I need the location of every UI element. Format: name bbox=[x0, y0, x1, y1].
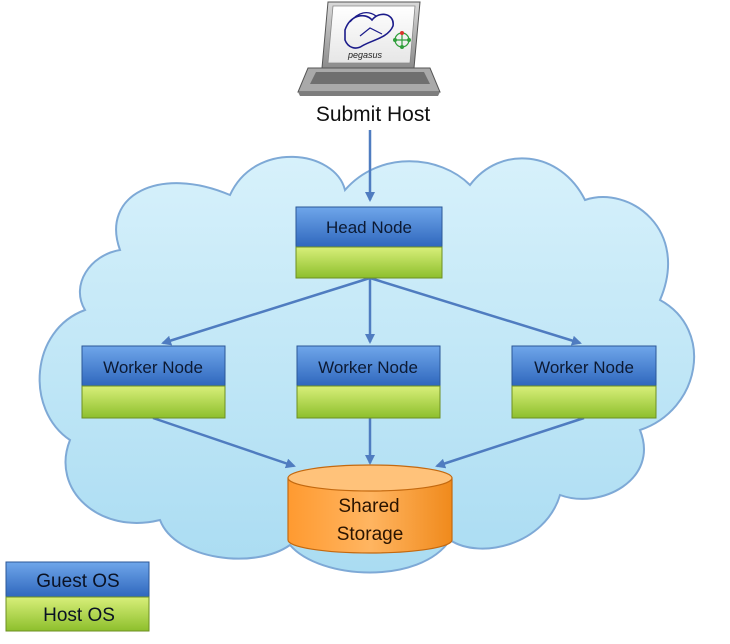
worker-node-label: Worker Node bbox=[534, 358, 634, 377]
worker-node: Worker Node bbox=[511, 345, 657, 419]
submit-host-label: Submit Host bbox=[316, 103, 431, 126]
arrow-head-to-worker-1 bbox=[161, 276, 371, 346]
legend-guest-os-label: Guest OS bbox=[36, 571, 119, 592]
arrows bbox=[152, 130, 585, 469]
storage-label-line2: Storage bbox=[337, 524, 404, 545]
worker-node-label: Worker Node bbox=[103, 358, 203, 377]
worker-node-label: Worker Node bbox=[318, 358, 418, 377]
arrow-worker-3-to-storage bbox=[435, 416, 585, 469]
legend-guest-os-swatch bbox=[5, 561, 150, 598]
head-node: Head Node bbox=[295, 206, 443, 279]
head-node-label: Head Node bbox=[326, 218, 412, 237]
laptop-icon: pegasus bbox=[297, 1, 441, 96]
pegasus-logo-text: pegasus bbox=[347, 50, 383, 60]
legend-host-os-label: Host OS bbox=[43, 605, 115, 626]
arrow-worker-1-to-storage bbox=[152, 416, 296, 469]
legend-host-os-swatch bbox=[5, 596, 150, 632]
worker-node: Worker Node bbox=[296, 345, 441, 419]
legend: Guest OS Host OS bbox=[5, 561, 150, 632]
pegasus-logo-icon: pegasus bbox=[344, 12, 411, 60]
workflow-glyph-icon bbox=[393, 31, 411, 49]
worker-node: Worker Node bbox=[81, 345, 226, 419]
shared-storage: Shared Storage bbox=[287, 464, 453, 554]
arrow-head-to-worker-3 bbox=[369, 276, 582, 346]
storage-label-line1: Shared bbox=[338, 496, 399, 517]
